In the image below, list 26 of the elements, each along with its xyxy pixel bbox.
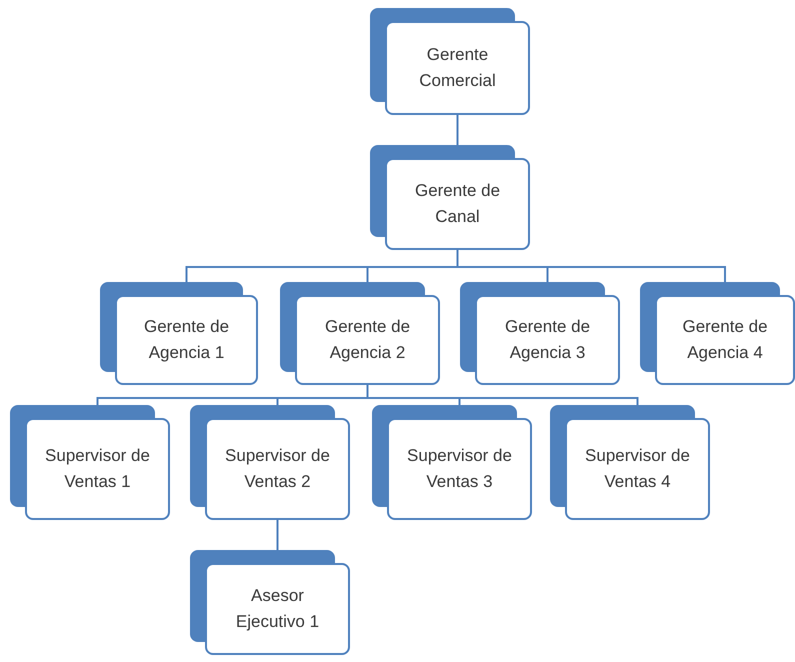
org-chart-box — [370, 145, 530, 250]
connector-line — [366, 385, 638, 405]
org-chart-box — [372, 405, 532, 520]
position-title: Gerente de Agencia 1 — [142, 316, 230, 364]
position-title: Gerente de Agencia 2 — [324, 316, 412, 364]
org-chart-box — [640, 282, 795, 385]
org-chart-box — [460, 282, 620, 385]
position-title: Gerente de Agencia 4 — [681, 316, 769, 364]
position-title: Supervisor de Ventas 1 — [44, 445, 151, 493]
org-chart-box — [280, 282, 440, 385]
position-title: Supervisor de Ventas 4 — [584, 445, 691, 493]
org-chart-box — [10, 405, 170, 520]
position-title: Supervisor de Ventas 3 — [406, 445, 513, 493]
org-chart-box — [550, 405, 710, 520]
position-title: Gerente de Agencia 3 — [504, 316, 592, 364]
connector-line — [456, 115, 458, 145]
org-chart-box — [190, 405, 350, 520]
connector-line — [276, 520, 278, 550]
position-title: Supervisor de Ventas 2 — [224, 445, 331, 493]
org-chart-box — [190, 550, 350, 655]
org-chart-box — [370, 8, 530, 115]
connector-line — [456, 250, 726, 282]
position-title: Gerente Comercial — [418, 44, 497, 92]
org-chart-box — [100, 282, 258, 385]
position-title: Gerente de Canal — [414, 180, 502, 228]
position-title: Asesor Ejecutivo 1 — [234, 585, 320, 633]
